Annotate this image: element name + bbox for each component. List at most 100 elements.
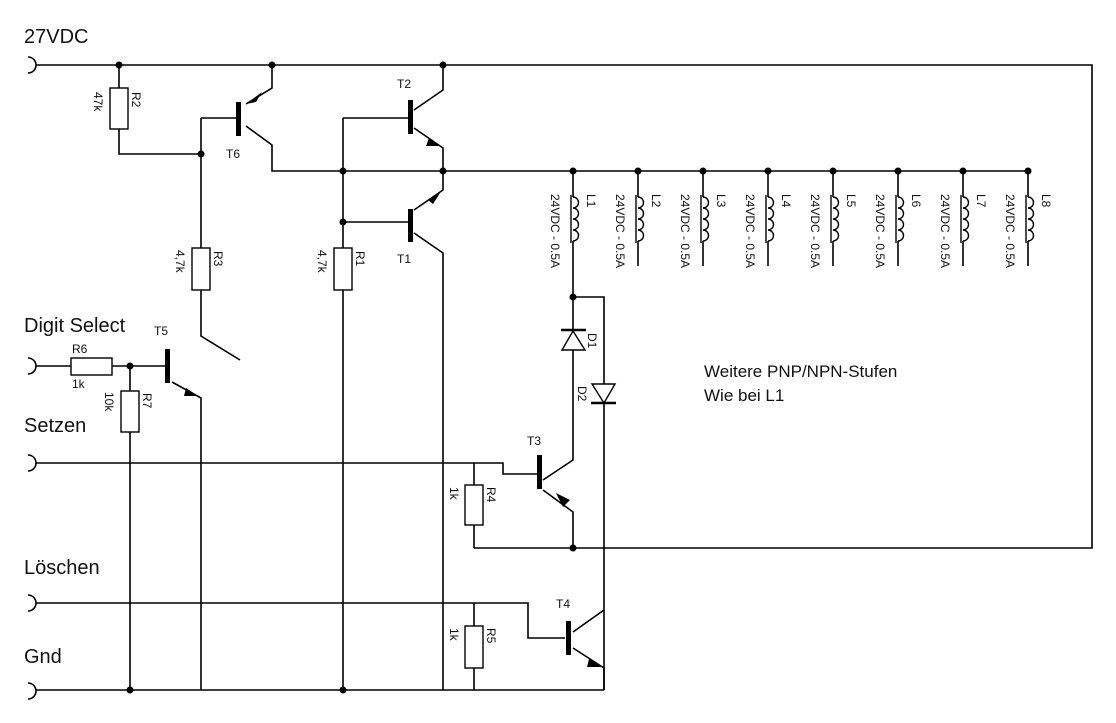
terminal-connector-supply	[27, 56, 37, 74]
coil-L3: L3 24VDC - 0.5A	[678, 171, 728, 268]
resistor-value: 1k	[447, 487, 461, 501]
resistor-ref: R1	[353, 251, 367, 267]
resistor-body	[191, 247, 211, 291]
junction-dot	[339, 686, 347, 694]
resistor-R7: R7 10k	[102, 390, 154, 433]
transistor-base-bar	[236, 102, 241, 136]
junction-dot	[197, 150, 205, 158]
resistor-ref: R2	[129, 92, 143, 108]
diode-triangle-icon	[590, 383, 617, 405]
junction-dot	[439, 61, 447, 69]
coil-ref: L7	[974, 194, 988, 208]
emitter-arrow-icon	[556, 493, 570, 507]
terminal-label-digit-select: Digit Select	[24, 315, 126, 337]
terminal-label-ground: Gnd	[24, 646, 62, 668]
resistor-body	[120, 390, 140, 433]
diode-D1: D1	[560, 328, 599, 351]
transistor-T3: T3	[527, 434, 570, 507]
diode-D2: D2	[575, 383, 617, 405]
coil-rating: 24VDC - 0.5A	[613, 194, 627, 268]
coil-rating: 24VDC - 0.5A	[808, 194, 822, 268]
junction-dot	[115, 61, 123, 69]
resistor-body	[333, 247, 353, 291]
transistor-ref: T4	[556, 597, 570, 611]
terminal-connector-digit-select	[27, 357, 37, 375]
terminal-connector-set	[27, 454, 37, 472]
diode-ref: D1	[585, 333, 599, 349]
resistor-body	[109, 87, 129, 130]
resistor-ref: R7	[140, 393, 154, 409]
wire	[573, 296, 605, 690]
coil-winding-icon	[962, 196, 970, 242]
transistor-ref: T2	[397, 77, 411, 91]
resistor-ref: R4	[484, 487, 498, 503]
wire	[245, 65, 273, 105]
resistor-value: 1k	[72, 377, 86, 391]
coil-ref: L4	[779, 194, 793, 208]
terminal-label-set: Setzen	[24, 415, 86, 437]
wire	[413, 232, 444, 690]
supply-rail	[36, 64, 1093, 549]
resistor-value: 4,7k	[315, 250, 329, 274]
coil-winding-icon	[832, 196, 840, 242]
coil-winding-icon	[897, 196, 905, 242]
transistor-base-bar	[566, 621, 571, 655]
junction-dot	[126, 362, 134, 370]
transistor-base-bar	[408, 209, 413, 242]
coil-winding-icon	[572, 196, 580, 242]
resistor-body	[464, 625, 484, 669]
terminal-connector-ground	[27, 682, 37, 700]
emitter-arrow-icon	[428, 193, 440, 204]
resistor-ref: R3	[211, 251, 225, 267]
coil-winding-icon	[637, 196, 645, 242]
coil-rating: 24VDC - 0.5A	[548, 194, 562, 268]
junction-dot	[268, 61, 276, 69]
wire	[245, 125, 442, 172]
diode-triangle-icon	[560, 329, 587, 351]
transistor-base-bar	[165, 349, 170, 383]
transistor-ref: T3	[527, 434, 541, 448]
wire	[572, 647, 605, 690]
coil-rating: 24VDC - 0.5A	[678, 194, 692, 268]
wire	[542, 270, 574, 481]
transistor-T4: T4	[556, 597, 601, 667]
resistor-value: 4,7k	[173, 250, 187, 274]
transistor-base-bar	[408, 100, 413, 134]
resistor-value: 1k	[447, 628, 461, 642]
resistor-R6: R6 1k	[70, 342, 113, 391]
emitter-arrow-icon	[587, 659, 601, 667]
transistor-T6: T6	[226, 92, 262, 161]
coil-ref: L3	[714, 194, 728, 208]
transistor-ref: T5	[154, 324, 168, 338]
transistor-ref: T1	[397, 252, 411, 266]
coil-ref: L6	[909, 194, 923, 208]
coil-winding-icon	[1027, 196, 1035, 242]
junction-dot	[339, 218, 347, 226]
transistor-T2: T2	[397, 77, 440, 146]
coil-winding-icon	[767, 196, 775, 242]
junction-dot	[569, 293, 577, 301]
transistor-base-bar	[537, 455, 542, 489]
emitter-arrow-icon	[184, 388, 198, 396]
terminal-connector-clear	[27, 594, 37, 612]
resistor-R1: R1 4,7k	[315, 247, 367, 291]
emitter-arrow-icon	[246, 92, 262, 104]
coil-ref: L2	[649, 194, 663, 208]
terminal-label-clear: Löschen	[24, 557, 100, 579]
transistor-ref: T6	[226, 147, 240, 161]
note-line-1: Weitere PNP/NPN-Stufen	[704, 362, 897, 381]
resistor-R3: R3 4,7k	[173, 247, 225, 291]
transistor-T1: T1	[397, 193, 440, 266]
diode-ref: D2	[575, 386, 589, 402]
resistor-ref: R5	[484, 628, 498, 644]
wire	[542, 489, 574, 548]
clear-line	[36, 602, 565, 639]
wire	[118, 129, 201, 155]
